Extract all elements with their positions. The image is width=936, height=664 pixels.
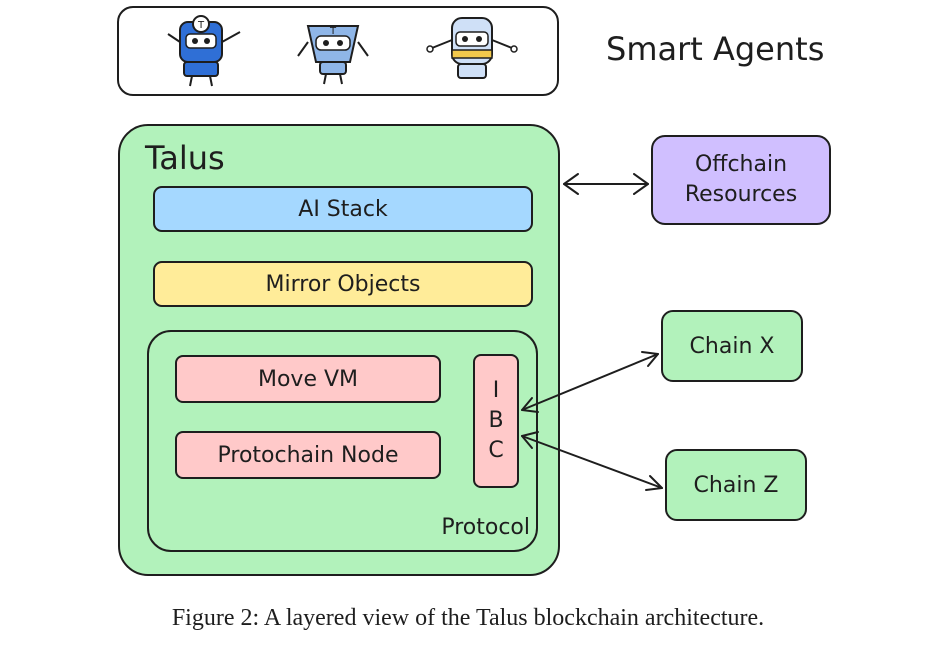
offchain-resources-box: Offchain Resources: [651, 135, 831, 225]
chain-x-box: Chain X: [661, 310, 803, 382]
arrow-ibc-chain-x: [521, 353, 659, 411]
robot-agent-icon: [426, 17, 518, 79]
ai-stack-layer: AI Stack: [153, 186, 533, 232]
ibc-letter: C: [488, 438, 504, 463]
smart-agents-title: Smart Agents: [606, 30, 825, 68]
ibc-letter: B: [488, 408, 504, 433]
offchain-label-line1: Offchain: [694, 152, 788, 177]
svg-text:T: T: [329, 26, 337, 37]
robot-agent-icon: T: [297, 25, 369, 85]
arrow-ibc-chain-z: [521, 435, 663, 489]
chain-z-box: Chain Z: [665, 449, 807, 521]
mirror-objects-layer: Mirror Objects: [153, 261, 533, 307]
protochain-node-box: Protochain Node: [175, 431, 441, 479]
figure-caption: Figure 2: A layered view of the Talus bl…: [171, 604, 765, 631]
ibc-letter: I: [492, 378, 500, 403]
move-vm-box: Move VM: [175, 355, 441, 403]
offchain-label-line2: Resources: [684, 182, 798, 207]
protocol-label: Protocol: [441, 514, 530, 540]
talus-title: Talus: [145, 139, 225, 177]
svg-text:T: T: [197, 20, 205, 31]
robot-agent-icon: T: [167, 15, 241, 87]
ibc-box: I B C: [473, 354, 519, 488]
